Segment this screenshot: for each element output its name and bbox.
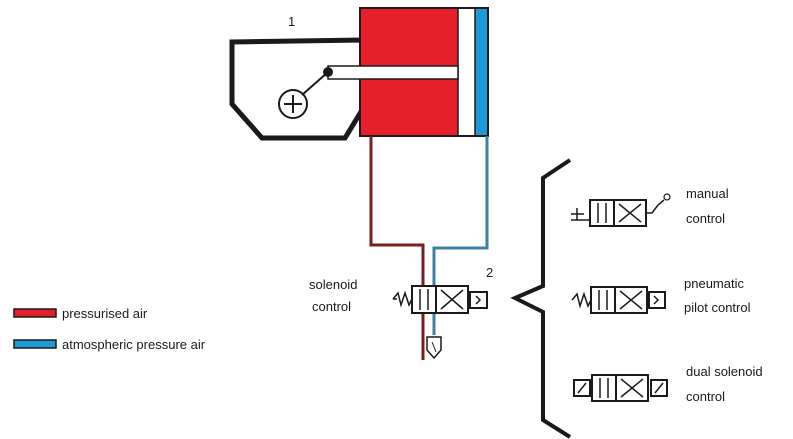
linkage-arm (301, 71, 329, 96)
pressure-air-line (369, 136, 425, 360)
spring-icon (392, 290, 413, 308)
cylinder-atmospheric-chamber (475, 8, 488, 136)
options-brace (510, 158, 572, 439)
spring-icon (571, 291, 592, 309)
piston-rod (327, 65, 459, 80)
piston-head (458, 8, 475, 136)
solenoid-control-label: control (312, 299, 351, 314)
push-button-icon (571, 205, 591, 221)
option-label: pilot control (684, 300, 751, 315)
dual-solenoid-valve (573, 374, 668, 402)
rod-joint (323, 67, 333, 77)
manual-control-valve (571, 193, 671, 227)
pneumatic-pilot-valve (571, 286, 666, 314)
legend-label-atmospheric: atmospheric pressure air (62, 337, 206, 352)
option-label: manual (686, 186, 729, 201)
legend-label-pressurised: pressurised air (62, 306, 148, 321)
door-mechanism-frame (229, 37, 365, 141)
part-number-1: 1 (288, 14, 295, 29)
legend-swatch-atmospheric (13, 339, 57, 349)
option-label: pneumatic (684, 276, 744, 291)
option-label: dual solenoid (686, 364, 763, 379)
solenoid-control-label: solenoid (309, 277, 357, 292)
legend: pressurised air atmospheric pressure air (13, 306, 206, 352)
option-label: control (686, 389, 725, 404)
solenoid-icon (469, 291, 488, 309)
legend-swatch-pressurised (13, 308, 57, 318)
part-number-2: 2 (486, 265, 493, 280)
lever-icon (646, 199, 665, 214)
option-label: control (686, 211, 725, 226)
main-valve (392, 285, 488, 314)
